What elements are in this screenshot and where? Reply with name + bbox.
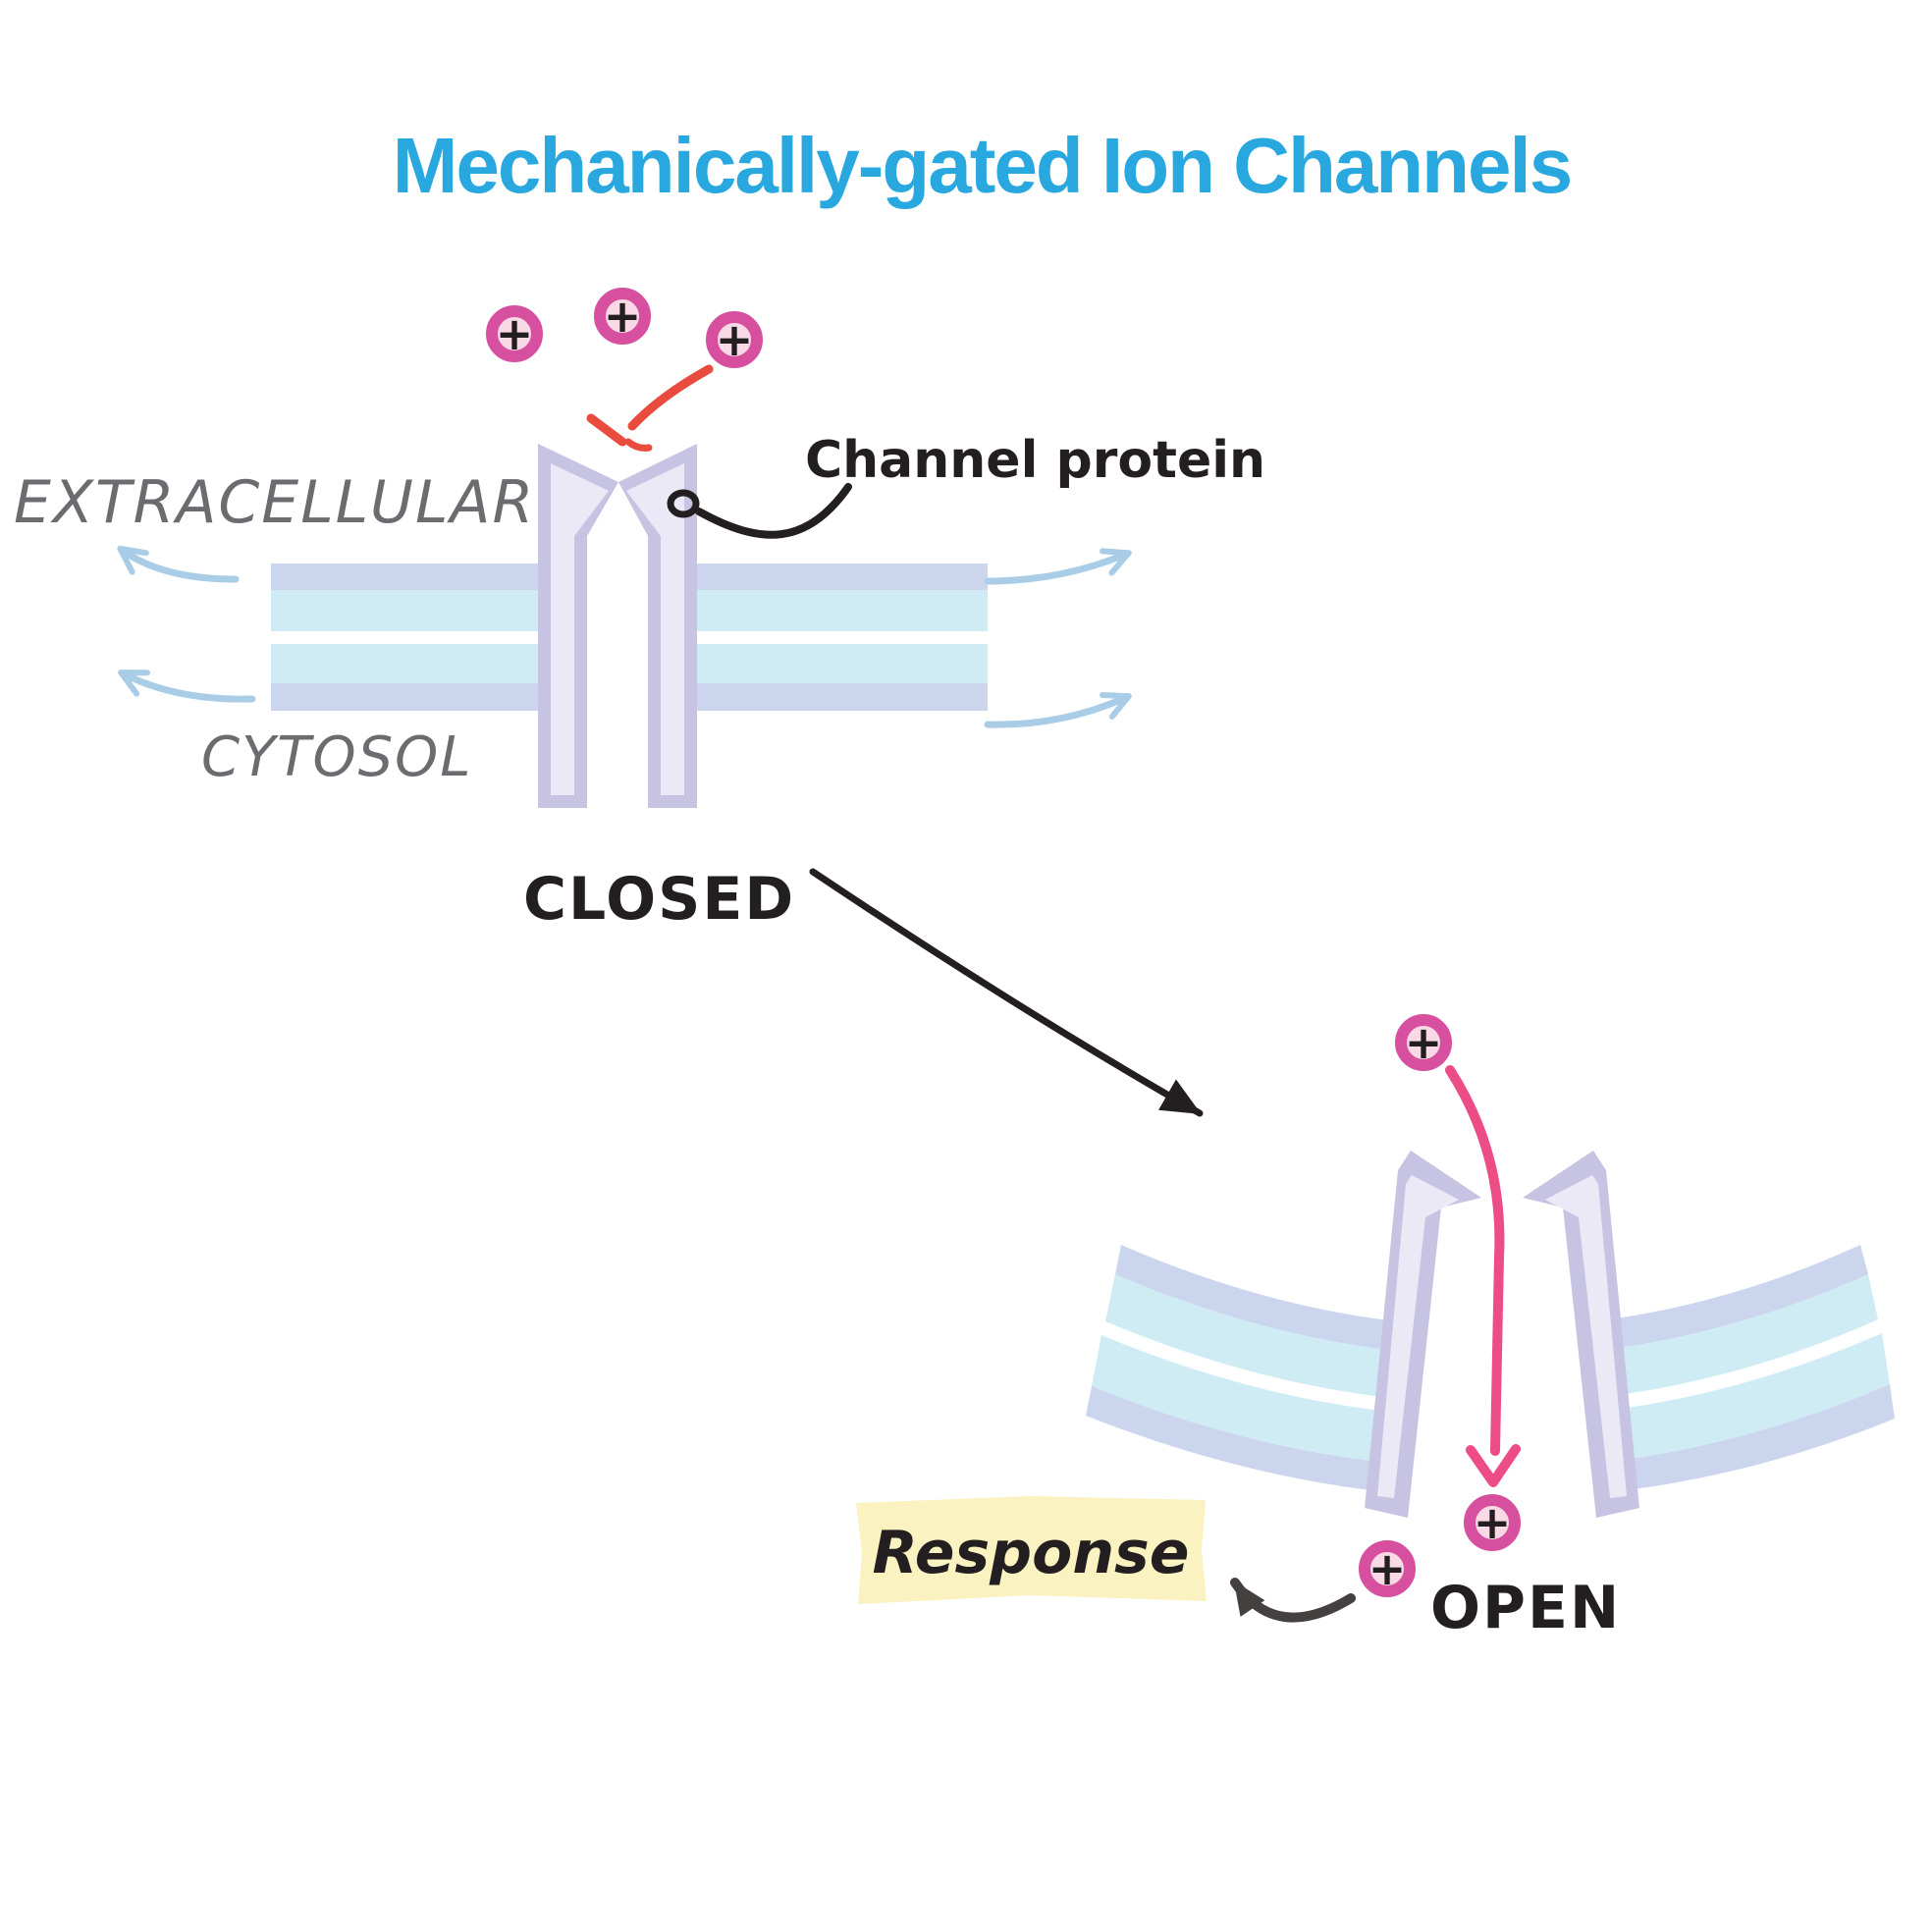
open-channel-diagram: + + + OPEN Response [856, 1014, 1895, 1642]
response-callout: Response [856, 1496, 1207, 1604]
ion-circle [706, 311, 763, 368]
membrane-band [648, 564, 988, 590]
red-arrow-flick [624, 438, 653, 452]
ion-circle [1359, 1540, 1416, 1597]
ion: + [486, 305, 543, 362]
response-arrow [1230, 1578, 1356, 1623]
figure-title: Mechanically-gated Ion Channels [393, 122, 1572, 209]
stretch-arrow-bottom-right [984, 692, 1132, 728]
plus-icon: + [604, 290, 642, 343]
membrane-band [1092, 1333, 1890, 1470]
plus-icon: + [496, 307, 534, 360]
channel-pillar-right-fill [626, 463, 684, 795]
ion-circle [1395, 1014, 1452, 1071]
response-label: Response [873, 1519, 1190, 1587]
protein-pointer-loop [667, 489, 700, 518]
stretch-arrow-top-right [984, 548, 1132, 585]
ion: + [1359, 1540, 1416, 1597]
channel-pillar-left-fill [1377, 1175, 1459, 1498]
ion: + [594, 288, 651, 345]
membrane-band [648, 683, 988, 711]
transition-arrow [809, 868, 1204, 1117]
plus-icon: + [1405, 1016, 1443, 1069]
closed-state-label: CLOSED [523, 865, 795, 934]
protein-pointer-line [695, 483, 852, 539]
ion-circle [594, 288, 651, 345]
ion-flow-arrowhead [1466, 1444, 1521, 1487]
ion: + [706, 311, 763, 368]
membrane-band [271, 683, 587, 711]
membrane-right [648, 564, 988, 711]
membrane-band [271, 644, 587, 683]
membrane-band [648, 644, 988, 683]
membrane-band [648, 590, 988, 631]
plus-icon: + [716, 313, 754, 366]
plus-icon: + [1474, 1496, 1512, 1549]
membrane-band [1105, 1274, 1878, 1405]
open-pore [1404, 1203, 1600, 1522]
channel-protein-callout: Channel protein [667, 431, 1265, 539]
red-blocked-arrow [586, 364, 714, 452]
membrane-band [271, 564, 587, 590]
channel-protein-label: Channel protein [805, 431, 1265, 490]
membrane-left [271, 564, 587, 711]
plus-icon: + [1368, 1542, 1407, 1595]
channel-pillar-right-fill [1545, 1175, 1627, 1498]
membrane-band [1086, 1384, 1895, 1499]
membrane-band [271, 590, 587, 631]
extracellular-label: EXTRACELLULAR [14, 468, 535, 537]
ion: + [1395, 1014, 1452, 1071]
ion-flow-arrow [1445, 1065, 1521, 1487]
channel-protein-closed [538, 444, 697, 808]
cytosol-label: CYTOSOL [201, 725, 472, 789]
ion: + [1464, 1494, 1521, 1551]
red-arrow-shaft [627, 364, 714, 431]
red-arrow-tbar [586, 413, 627, 447]
response-highlight [856, 1496, 1207, 1604]
membrane-band [1115, 1245, 1868, 1357]
open-state-label: OPEN [1430, 1574, 1621, 1642]
channel-protein-open [1365, 1151, 1639, 1518]
stretch-arrow-top-left [117, 545, 240, 583]
closed-channel-diagram: + + + EXTRACELLULAR CYTOSOL CLOSED Chann… [14, 288, 1265, 934]
stretch-arrow-bottom-left [118, 670, 256, 703]
channel-pillar-left-fill [551, 463, 609, 795]
ion-circle [486, 305, 543, 362]
ion-circle [1464, 1494, 1521, 1551]
ion-flow-shaft [1445, 1065, 1505, 1456]
membrane-curved [1086, 1245, 1895, 1499]
